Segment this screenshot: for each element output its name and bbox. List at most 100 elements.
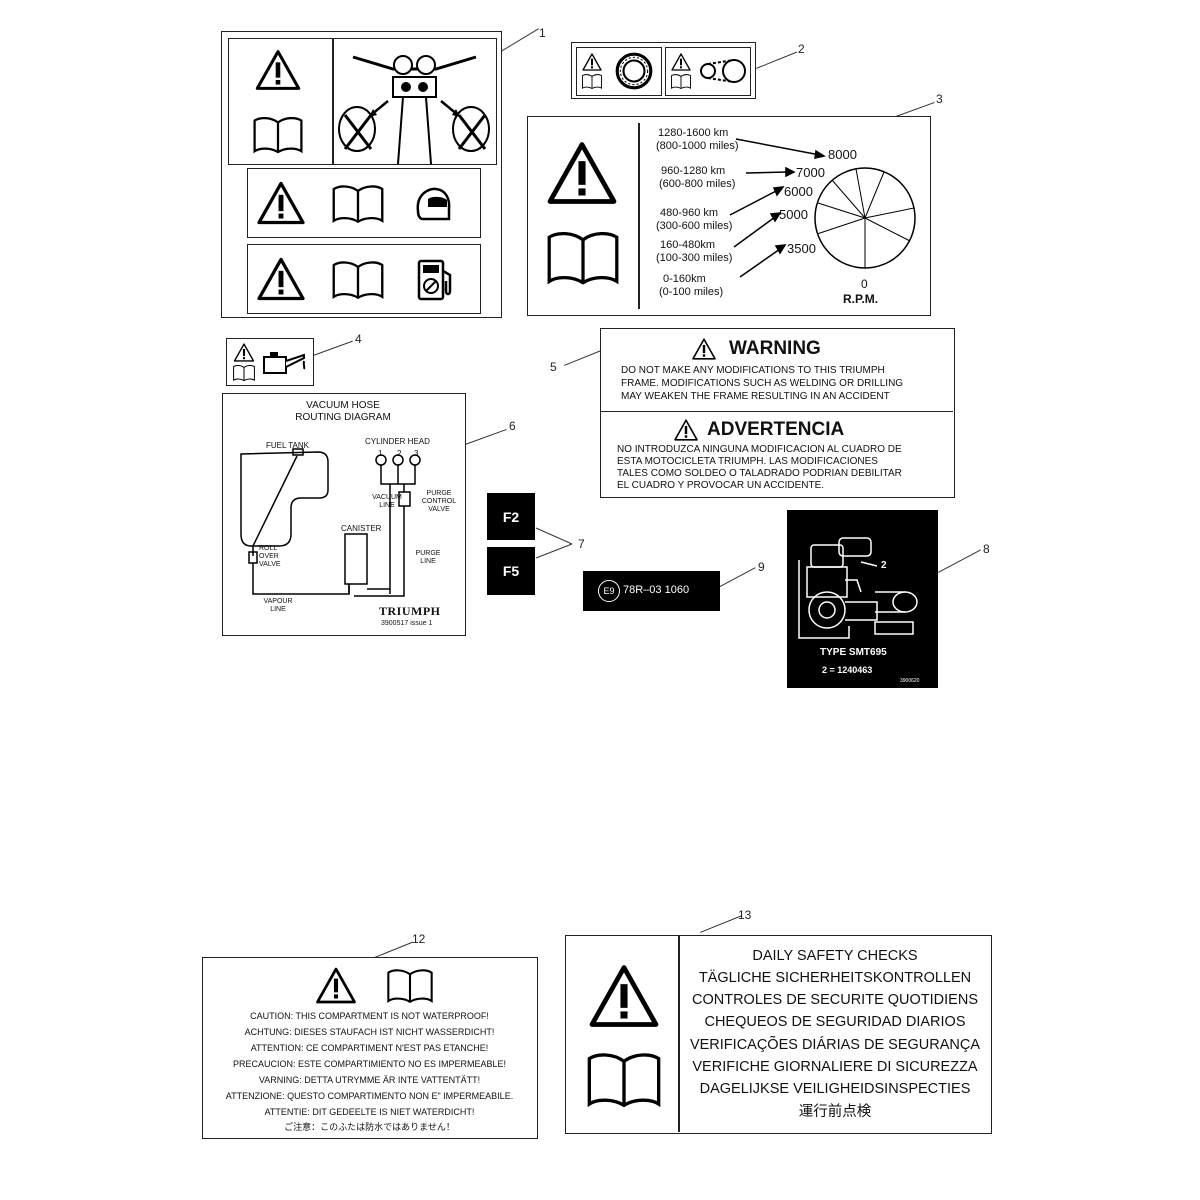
label-3-divider xyxy=(638,123,640,309)
leader-2 xyxy=(756,51,798,69)
warning-icon xyxy=(588,964,660,1028)
book-icon xyxy=(385,967,435,1005)
daily-check-line-3: CONTROLES DE SECURITE QUOTIDIENS xyxy=(691,992,978,1008)
caution-line-1: CAUTION: THIS COMPARTMENT IS NOT WATERPR… xyxy=(250,1011,489,1021)
book-icon xyxy=(330,259,386,301)
book-icon xyxy=(232,364,256,382)
label-1-fuel-row xyxy=(247,244,481,314)
label-8: 2 TYPE SMT695 2 = 1240463 3900620 xyxy=(787,510,938,688)
callout-12: 12 xyxy=(412,932,426,946)
label-13-divider xyxy=(678,936,680,1132)
cylinder-1: 1 xyxy=(378,449,383,458)
chain-sprocket-icon xyxy=(700,59,746,83)
range-1-km: 1280-1600 km xyxy=(658,127,729,139)
label-4 xyxy=(226,338,314,386)
range-2-km: 960-1280 km xyxy=(661,165,726,177)
vapour-line-1: VAPOUR xyxy=(263,598,293,605)
leader-13 xyxy=(700,915,742,933)
leader-1 xyxy=(499,28,539,53)
part-number: 3900620 xyxy=(900,678,920,684)
advertencia-section: ADVERTENCIA NO INTRODUZCA NINGUNA MODIFI… xyxy=(601,411,953,497)
e9-text: E9 xyxy=(603,586,615,596)
fuse-f5-text: F5 xyxy=(502,563,520,579)
oil-can-icon xyxy=(263,352,306,374)
advertencia-line-2: ESTA MOTOCICLETA TRIUMPH. LAS MODIFICACI… xyxy=(617,456,878,467)
caution-line-4: PRECAUCION: ESTE COMPARTIMIENTO NO ES IM… xyxy=(232,1059,507,1069)
callout-7: 7 xyxy=(578,537,585,551)
e9-mark: E9 xyxy=(598,580,620,602)
advertencia-line-1: NO INTRODUZCA NINGUNA MODIFICACION AL CU… xyxy=(617,444,902,455)
callout-13: 13 xyxy=(738,908,752,922)
label-1-helmet-row xyxy=(247,168,481,238)
cylinder-2: 2 xyxy=(397,449,402,458)
range-2-miles: (600-800 miles) xyxy=(659,178,736,190)
warning-icon xyxy=(256,257,306,301)
label-5: WARNING DO NOT MAKE ANY MODIFICATIONS TO… xyxy=(600,328,955,498)
vapour-line-2: LINE xyxy=(270,606,286,613)
callout-6: 6 xyxy=(509,419,516,433)
callout-9: 9 xyxy=(758,560,765,574)
daily-check-line-8: 運行前点検 xyxy=(798,1104,872,1120)
daily-check-line-1: DAILY SAFETY CHECKS xyxy=(752,948,918,964)
warning-icon xyxy=(582,53,602,71)
caution-line-8: ご注意：このふたは防水ではありません！ xyxy=(284,1122,455,1132)
range-3-miles: (300-600 miles) xyxy=(656,220,733,232)
caution-line-6: ATTENZIONE: QUESTO COMPARTIMENTO NON E" … xyxy=(225,1091,514,1101)
cylinder-head-label: CYLINDER HEAD xyxy=(365,437,430,446)
leader-9 xyxy=(718,567,756,588)
daily-check-line-5: VERIFICAÇÕES DIÁRIAS DE SEGURANÇA xyxy=(689,1037,981,1053)
triumph-logo: TRIUMPH xyxy=(379,604,441,618)
label-9: E9 78R–03 1060 xyxy=(583,571,720,611)
book-icon xyxy=(251,115,305,155)
label-2-tyre-cell xyxy=(576,47,662,96)
label-2-chain-cell xyxy=(665,47,751,96)
daily-check-line-2: TÄGLICHE SICHERHEITSKONTROLLEN xyxy=(698,970,972,986)
advertencia-line-3: TALES COMO SOLDEO O TALADRADO PODRIAN DE… xyxy=(617,468,902,479)
leader-6 xyxy=(465,428,507,445)
callout-3: 3 xyxy=(936,92,943,106)
caution-line-5: VARNING: DETTA UTRYMME ÄR INTE VATTENTÄT… xyxy=(258,1075,481,1085)
fuse-f2-text: F2 xyxy=(502,508,520,525)
advertencia-title: ADVERTENCIA xyxy=(707,419,845,440)
rpm-8000: 8000 xyxy=(828,147,857,162)
roll-over-3: VALVE xyxy=(259,561,281,568)
marker-2: 2 xyxy=(881,560,887,571)
warning-line-3: MAY WEAKEN THE FRAME RESULTING IN AN ACC… xyxy=(621,391,890,402)
warning-line-1: DO NOT MAKE ANY MODIFICATIONS TO THIS TR… xyxy=(621,365,885,376)
label-13: DAILY SAFETY CHECKS TÄGLICHE SICHERHEITS… xyxy=(565,935,992,1134)
range-5-miles: (0-100 miles) xyxy=(659,286,724,298)
purge-valve-3: VALVE xyxy=(428,506,450,513)
warning-icon xyxy=(255,49,301,91)
leader-4 xyxy=(313,340,353,356)
label-1-handlebar-cell xyxy=(332,38,497,165)
vacuum-line-1: VACUUM xyxy=(372,494,402,501)
callout-5: 5 xyxy=(550,360,557,374)
daily-check-line-4: CHEQUEOS DE SEGURIDAD DIARIOS xyxy=(704,1014,966,1030)
warning-icon xyxy=(671,53,691,71)
fuse-f2-label: F2 xyxy=(487,493,535,540)
purge-line-1: PURGE xyxy=(415,550,441,557)
tachometer-dial xyxy=(729,138,916,278)
book-icon xyxy=(330,183,386,225)
approval-code: 78R–03 1060 xyxy=(623,584,690,596)
rpm-label: R.P.M. xyxy=(843,292,879,306)
label-1 xyxy=(221,31,502,318)
range-5-km: 0-160km xyxy=(663,273,706,285)
cylinder-3: 3 xyxy=(414,449,419,458)
leader-7 xyxy=(535,527,573,559)
callout-2: 2 xyxy=(798,42,805,56)
code-text: 2 = 1240463 xyxy=(822,665,873,675)
engine-illustration xyxy=(798,537,918,639)
warning-title: WARNING xyxy=(729,338,821,359)
type-text: TYPE SMT695 xyxy=(820,647,887,658)
tyre-icon xyxy=(615,52,653,90)
rpm-3500: 3500 xyxy=(787,241,816,256)
vacuum-hose-routing-diagram xyxy=(240,448,421,597)
book-icon xyxy=(581,73,603,90)
roll-over-1: ROLL xyxy=(259,545,278,552)
range-4-miles: (100-300 miles) xyxy=(656,252,733,264)
fuse-f5-label: F5 xyxy=(487,547,535,595)
fuel-pump-icon xyxy=(416,257,456,301)
fuel-tank-label: FUEL TANK xyxy=(266,441,309,450)
book-icon xyxy=(670,73,692,90)
